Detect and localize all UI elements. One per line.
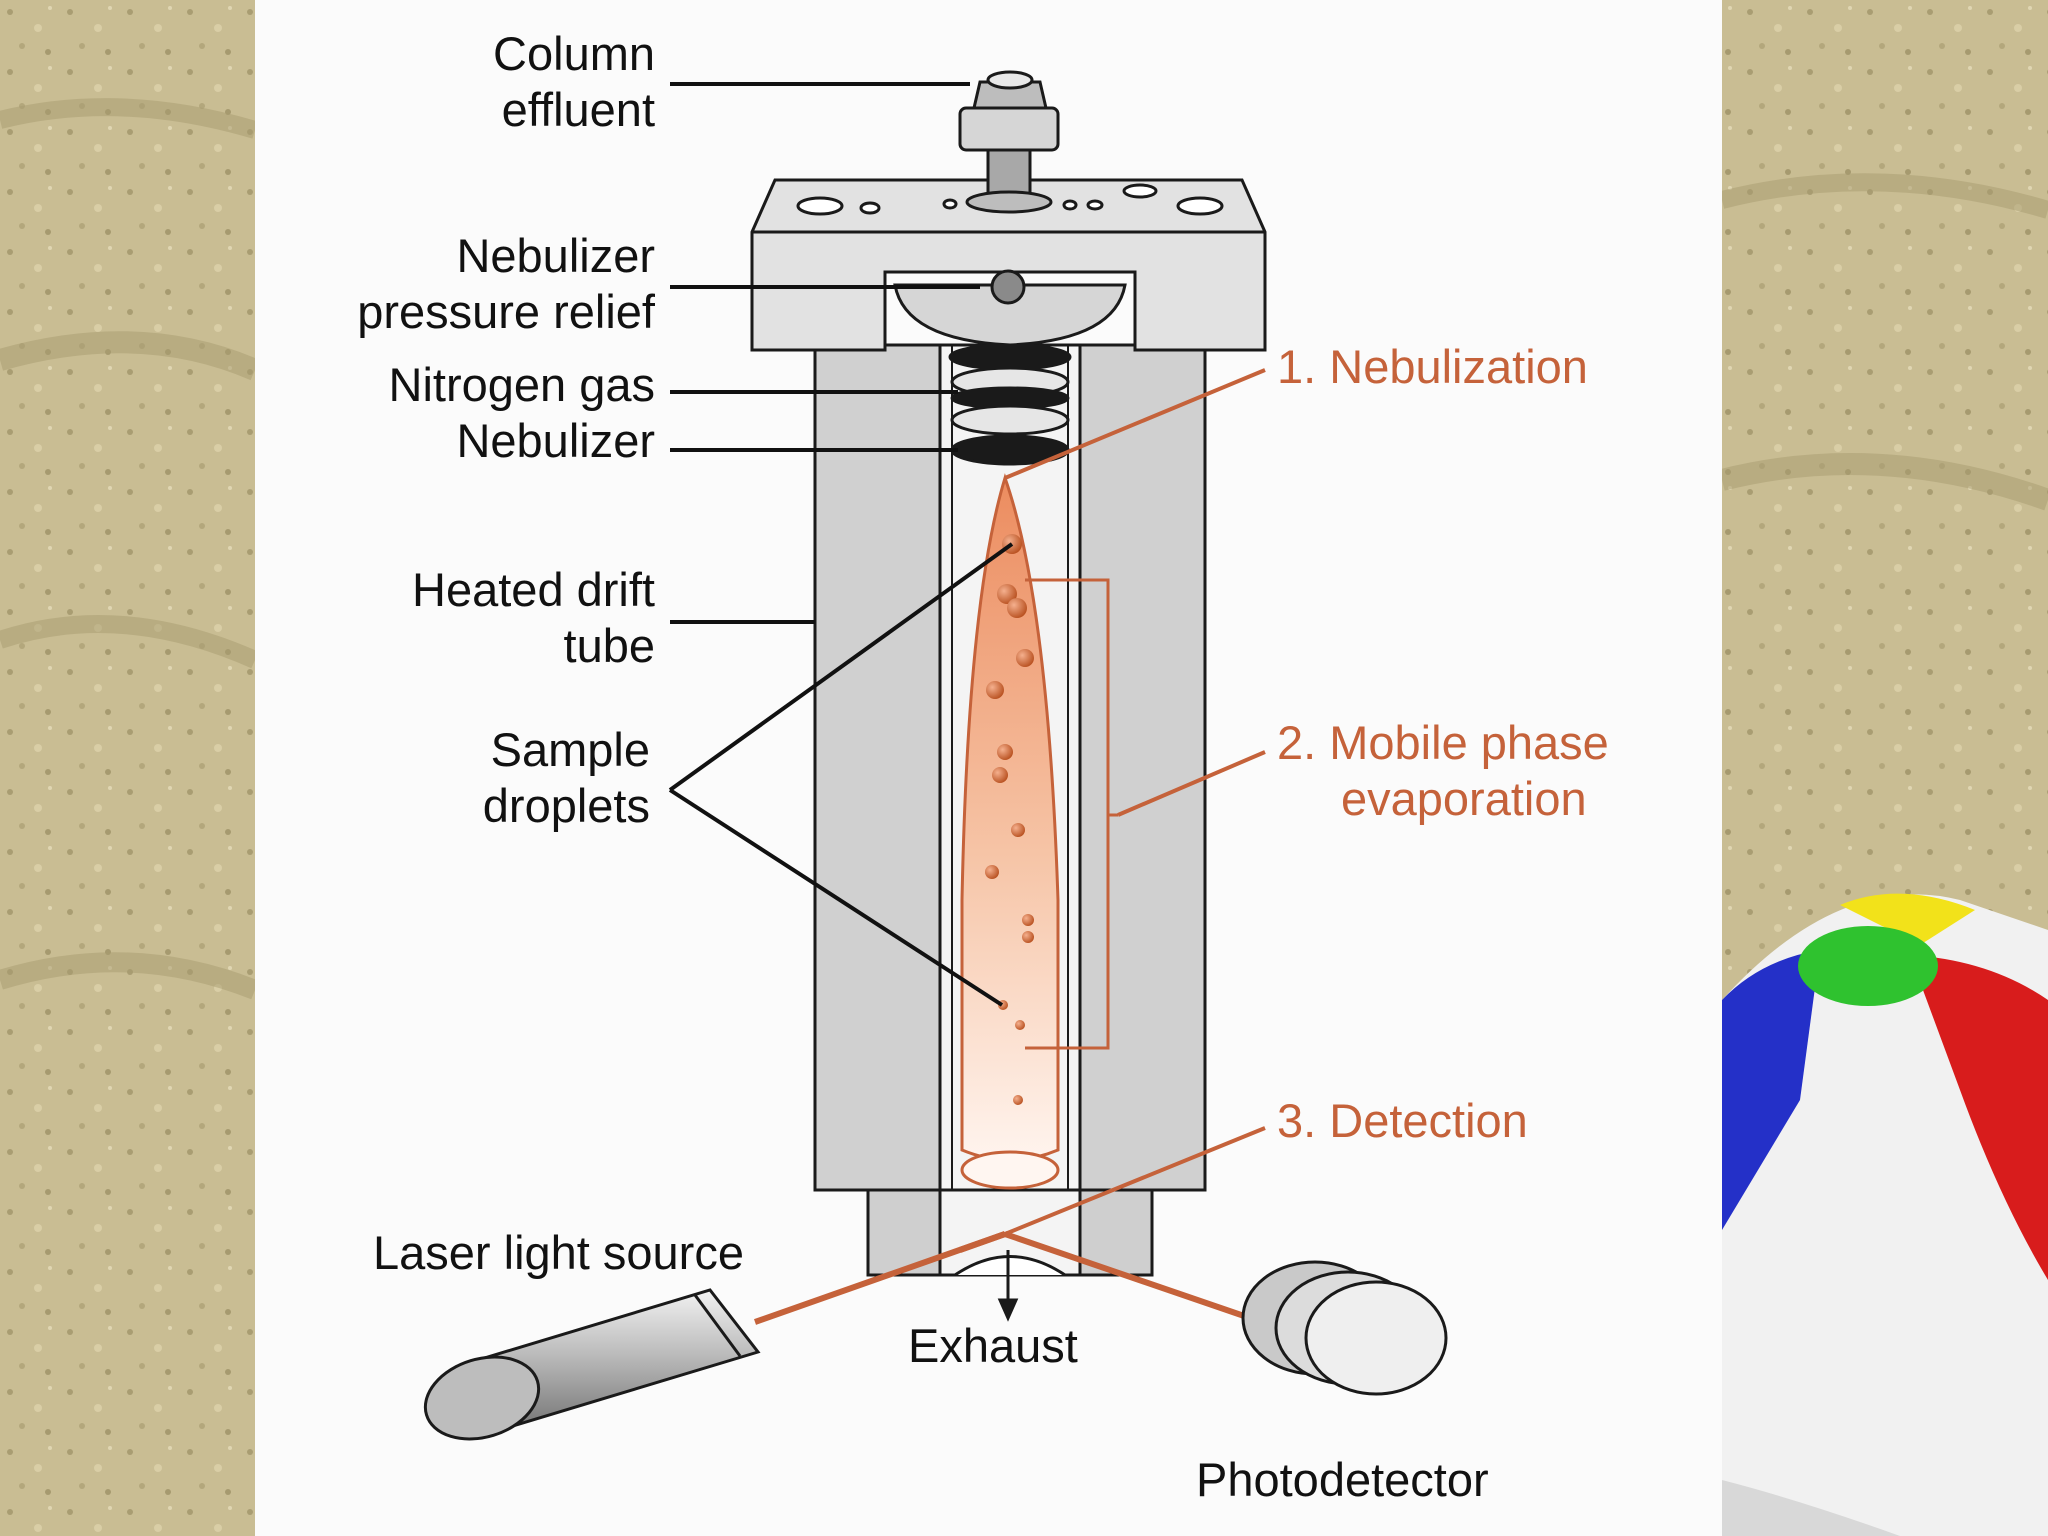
droplet	[1007, 598, 1027, 618]
leader-lines-orange	[1004, 368, 1266, 1236]
droplet	[1011, 823, 1025, 837]
droplet	[1016, 649, 1034, 667]
droplet	[1013, 1095, 1023, 1105]
top-block	[750, 178, 1267, 352]
step-detection: 3. Detection	[1277, 1094, 1528, 1147]
droplet	[992, 767, 1008, 783]
beach-ball-icon	[1722, 893, 2048, 1536]
label-heated-drift-tube: Heated drift tube	[412, 563, 655, 672]
column-effluent-fitting	[958, 70, 1060, 214]
label-nebulizer: Nebulizer	[456, 414, 655, 467]
step-nebulization: 1. Nebulization	[1277, 340, 1588, 393]
leader-lines-black	[668, 82, 1014, 1007]
droplet	[986, 681, 1004, 699]
droplet	[997, 584, 1017, 604]
plume-base	[960, 1150, 1060, 1190]
label-sample-droplets: Sample droplets	[482, 723, 650, 832]
droplet	[1015, 1020, 1025, 1030]
nebulizer-rings	[948, 343, 1072, 466]
label-nebulizer-pressure-relief: Nebulizer pressure relief	[357, 229, 655, 338]
label-laser-light-source: Laser light source	[373, 1226, 744, 1279]
label-column-effluent: Column effluent	[493, 27, 655, 136]
droplet	[997, 744, 1013, 760]
evaporation-bracket	[1025, 578, 1118, 1050]
droplet	[985, 865, 999, 879]
label-nitrogen-gas: Nitrogen gas	[388, 358, 656, 411]
label-exhaust: Exhaust	[908, 1319, 1078, 1372]
photodetector	[1241, 1260, 1448, 1396]
label-photodetector: Photodetector	[1196, 1453, 1489, 1506]
step-evaporation: 2. Mobile phase evaporation	[1277, 716, 1609, 825]
laser-source	[423, 1288, 761, 1441]
droplet	[1022, 931, 1034, 943]
light-beams	[754, 1231, 1251, 1325]
exhaust-arrow	[997, 1250, 1019, 1322]
droplet	[1022, 914, 1034, 926]
